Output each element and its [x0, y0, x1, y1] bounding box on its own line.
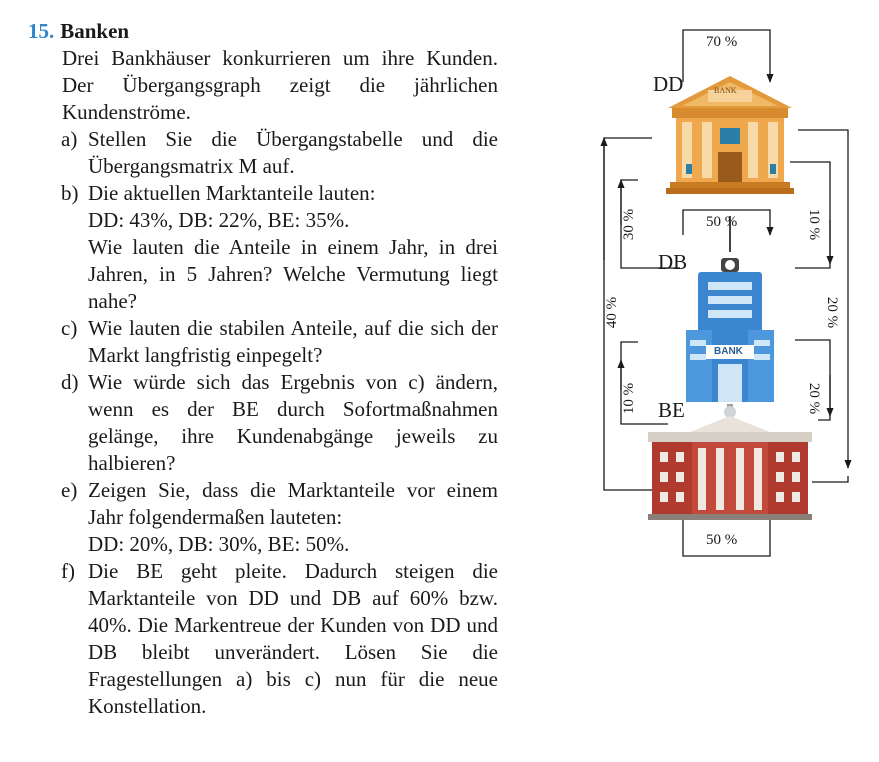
task-text: Die aktuellen Marktanteile lauten:	[88, 181, 376, 205]
edge-be-to-dd	[603, 137, 665, 491]
dd-bank-icon	[666, 76, 794, 194]
edge-label-db-to-dd: 30 %	[621, 208, 638, 241]
problem-title: Banken	[60, 19, 130, 43]
task-text: Die BE geht pleite. Dadurch steigen die …	[88, 559, 498, 718]
task-a: a) Stellen Sie die Übergangstabelle und …	[61, 126, 498, 180]
task-text: Wie würde sich das Ergebnis von c) änder…	[88, 370, 498, 475]
problem-intro: Drei Bankhäuser konkurrieren um ihre Kun…	[62, 46, 498, 124]
task-d: d) Wie würde sich das Ergebnis von c) än…	[61, 369, 498, 477]
task-text: Stellen Sie die Übergangstabelle und die…	[88, 127, 498, 178]
edge-dd-to-db	[790, 161, 831, 269]
task-f: f) Die BE geht pleite. Dadurch steigen d…	[61, 558, 498, 720]
node-label-dd: DD	[653, 72, 684, 96]
edge-label-db-to-be: 20 %	[806, 382, 823, 415]
edge-dd-to-be	[798, 129, 852, 469]
task-e: e) Zeigen Sie, dass die Marktanteile vor…	[61, 477, 498, 558]
task-label: a)	[61, 127, 78, 151]
transition-graph: DD DB BE BANK BANK 70 % 50 % 50 % 30 % 4…	[590, 20, 870, 560]
task-shares: DD: 20%, DB: 30%, BE: 50%.	[88, 532, 350, 556]
edge-label-be-self: 50 %	[706, 532, 738, 548]
dd-sign-text: BANK	[714, 86, 737, 95]
node-label-db: DB	[658, 250, 688, 274]
edge-label-dd-to-db: 10 %	[806, 208, 823, 241]
task-text: Wie lauten die stabilen Anteile, auf die…	[88, 316, 498, 367]
edge-label-be-to-db: 10 %	[621, 382, 638, 415]
edge-label-dd-to-be: 20 %	[824, 296, 841, 329]
task-list: a) Stellen Sie die Übergangstabelle und …	[28, 126, 498, 720]
problem-number: 15.	[28, 19, 55, 43]
task-label: b)	[61, 181, 79, 205]
task-c: c) Wie lauten die stabilen Anteile, auf …	[61, 315, 498, 369]
task-label: d)	[61, 370, 79, 394]
problem-header: 15.Banken	[28, 18, 498, 45]
task-shares: DD: 43%, DB: 22%, BE: 35%.	[88, 208, 350, 232]
edge-label-dd-self: 70 %	[706, 34, 738, 50]
problem-text: 15.Banken Drei Bankhäuser konkurrieren u…	[28, 18, 498, 720]
task-label: e)	[61, 478, 78, 502]
db-bank-icon	[686, 216, 774, 402]
be-bank-icon	[648, 404, 812, 520]
task-b: b) Die aktuellen Marktanteile lauten: DD…	[61, 180, 498, 315]
edge-label-db-self: 50 %	[706, 214, 738, 230]
edge-db-self	[682, 209, 774, 236]
task-question: Wie lauten die Anteile in einem Jahr, in…	[88, 235, 498, 313]
node-label-be: BE	[658, 398, 685, 422]
task-text: Zeigen Sie, dass die Marktanteile vor ei…	[88, 478, 498, 529]
edge-dd-to-be-foot	[812, 476, 849, 483]
graph-drawing	[600, 29, 852, 557]
edge-dd-self	[682, 29, 774, 83]
db-sign-text: BANK	[714, 346, 743, 357]
task-label: f)	[61, 559, 75, 583]
task-label: c)	[61, 316, 78, 340]
edge-label-be-to-dd: 40 %	[604, 296, 621, 329]
